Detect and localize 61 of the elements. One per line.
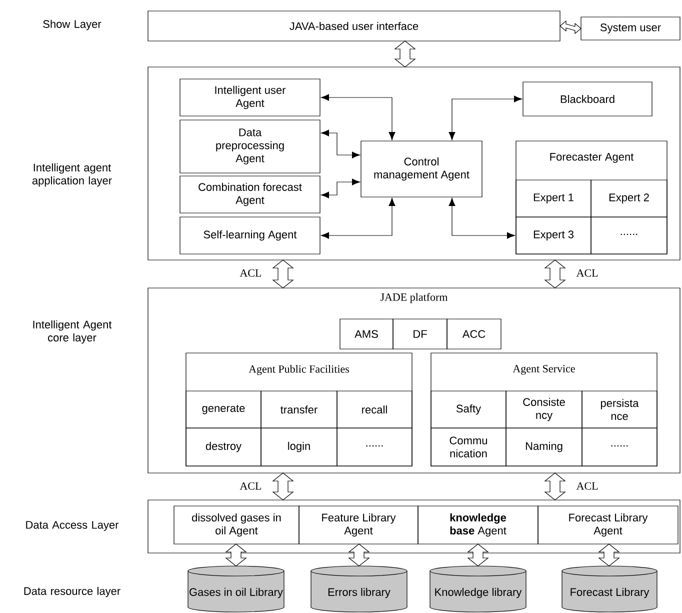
layer-label: Intelligent agent application layer bbox=[32, 163, 112, 187]
block-arrow bbox=[348, 544, 370, 566]
layer-panel bbox=[148, 500, 680, 554]
table-cell: ...... bbox=[590, 216, 668, 254]
agent-box: Self-learning Agent bbox=[180, 216, 320, 254]
block-arrow bbox=[394, 40, 416, 68]
layer-label: Data resource layer bbox=[24, 586, 120, 598]
table-cell: transfer bbox=[260, 390, 338, 428]
table-cell: Expert 3 bbox=[516, 216, 592, 254]
agent-box: Intelligent user Agent bbox=[180, 78, 320, 116]
block-arrow bbox=[272, 260, 294, 288]
arrow bbox=[320, 178, 360, 198]
table-cell: Expert 1 bbox=[516, 180, 592, 218]
database-cylinder: Gases in oil Library bbox=[188, 566, 284, 612]
component-box: DF bbox=[392, 318, 448, 350]
edge-label: ACL bbox=[575, 481, 600, 491]
database-cylinder: Forecast Library bbox=[562, 566, 658, 612]
table-cell: ...... bbox=[582, 428, 658, 466]
table-cell: Expert 2 bbox=[590, 180, 668, 218]
table-cell: destroy bbox=[186, 428, 262, 466]
agent-box: knowledge base Agent bbox=[418, 506, 538, 544]
edge-label: ACL bbox=[575, 268, 600, 278]
database-cylinder: Errors library bbox=[310, 566, 408, 612]
database-cylinder: Knowledge library bbox=[430, 566, 526, 612]
agent-box: Control management Agent bbox=[360, 140, 482, 198]
interface-box: JAVA-based user interface bbox=[148, 10, 560, 42]
table-cell: generate bbox=[186, 390, 262, 428]
agent-box: Combination forecast Agent bbox=[180, 176, 320, 214]
arrow bbox=[320, 130, 360, 158]
table-cell: Commu nication bbox=[430, 428, 506, 466]
layer-label: Intelligent Agent core layer bbox=[33, 320, 112, 344]
user-box: System user bbox=[580, 16, 680, 40]
arrow bbox=[448, 198, 516, 239]
block-arrow bbox=[467, 544, 489, 566]
layer-label: Show Layer bbox=[43, 20, 102, 30]
block-arrow bbox=[598, 544, 620, 566]
table-cell: persista nce bbox=[582, 390, 658, 428]
layer-label: Data Access Layer bbox=[26, 521, 119, 531]
table-cell: recall bbox=[336, 390, 412, 428]
agent-box: dissolved gases in oil Agent bbox=[174, 506, 300, 544]
layer-panel bbox=[148, 66, 680, 260]
component-box: ACC bbox=[446, 318, 502, 350]
arrow bbox=[448, 96, 522, 140]
blackboard-box: Blackboard bbox=[522, 82, 652, 116]
table-cell: Naming bbox=[506, 428, 582, 466]
table-cell: login bbox=[260, 428, 338, 466]
block-arrow bbox=[544, 472, 566, 500]
block-arrow bbox=[544, 260, 566, 288]
component-box: AMS bbox=[340, 318, 394, 350]
agent-box: Feature Library Agent bbox=[298, 506, 418, 544]
arrow bbox=[320, 198, 396, 239]
table-cell: Safty bbox=[430, 390, 506, 428]
block-arrow bbox=[272, 472, 294, 500]
agent-box: Data preprocessing Agent bbox=[180, 120, 320, 174]
edge-label: ACL bbox=[238, 481, 263, 491]
arrow bbox=[320, 94, 396, 140]
edge-label: ACL bbox=[238, 268, 263, 278]
agent-box: Forecast Library Agent bbox=[538, 506, 678, 544]
table-cell: Consiste ncy bbox=[506, 390, 582, 428]
table-cell: ...... bbox=[336, 428, 412, 466]
block-arrow bbox=[225, 544, 247, 566]
